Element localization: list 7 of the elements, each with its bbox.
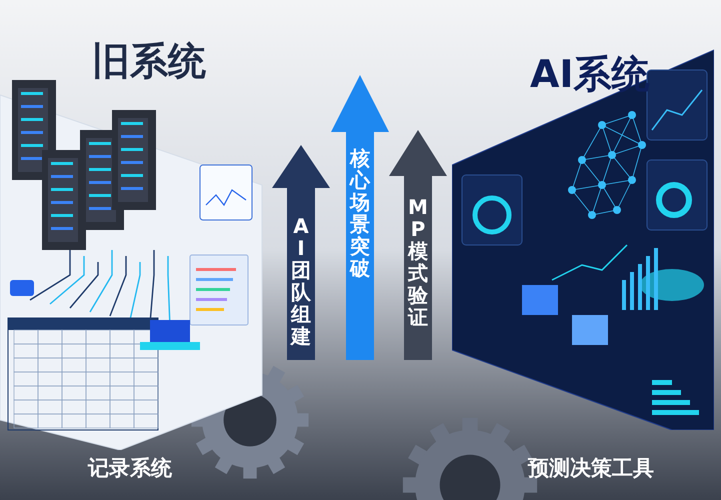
vertical-arrow-label: MP模式验证 <box>408 196 428 328</box>
panel-heading: 旧系统 <box>92 42 206 80</box>
vertical-arrow-label: 核心场景突破 <box>350 147 370 279</box>
panel-heading: AI系统 <box>530 55 650 93</box>
caption-text: 记录系统 <box>88 455 172 482</box>
vertical-arrow-label: AI团队组建 <box>291 215 311 347</box>
caption-text: 预测决策工具 <box>528 455 654 482</box>
